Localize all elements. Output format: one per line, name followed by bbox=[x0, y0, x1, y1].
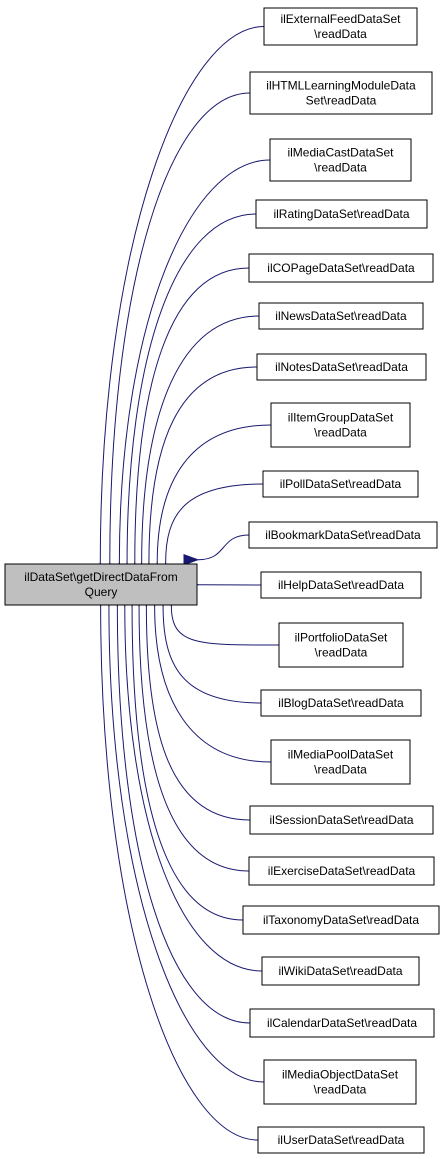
root-node-box bbox=[4, 563, 198, 606]
edge-ilportfoliodataset-readdata bbox=[171, 606, 280, 646]
caller-node-ilmediacastdataset-readdata-label-line: \readData bbox=[314, 161, 367, 175]
caller-node-ilitemgroupdataset-readdata-label-line: \readData bbox=[314, 426, 367, 440]
caller-node-ilpolldataset-readdata-box bbox=[262, 470, 419, 498]
edge-ilhtmllearningmoduledataset-readdata bbox=[110, 92, 251, 563]
caller-node-ilhelpdataset-readdata[interactable]: ilHelpDataSet\readData bbox=[260, 571, 422, 599]
caller-node-ilwikidataset-readdata-label-line: ilWikiDataSet\readData bbox=[278, 964, 402, 978]
caller-node-ilblogdataset-readdata-box bbox=[260, 689, 422, 717]
caller-node-ilportfoliodataset-readdata-label-line: ilPortfolioDataSet bbox=[295, 631, 388, 645]
caller-node-ilmediapooldataset-readdata-label-line: ilMediaPoolDataSet bbox=[288, 748, 394, 762]
edge-ilratingdataset-readdata bbox=[127, 213, 257, 563]
caller-node-ilexercisedataset-readdata[interactable]: ilExerciseDataSet\readData bbox=[248, 856, 435, 886]
caller-node-ilnewsdataset-readdata-label-line: ilNewsDataSet\readData bbox=[275, 309, 407, 323]
edge-ilblogdataset-readdata bbox=[163, 606, 262, 704]
edge-ilexercisedataset-readdata bbox=[139, 606, 250, 872]
caller-node-ilmediaobjectdataset-readdata[interactable]: ilMediaObjectDataSet\readData bbox=[263, 1059, 417, 1105]
edge-ilcopagedataset-readdata bbox=[135, 267, 250, 563]
caller-node-ilexternalfeeddataset-readdata[interactable]: ilExternalFeedDataSet\readData bbox=[263, 7, 418, 46]
caller-node-ilblogdataset-readdata[interactable]: ilBlogDataSet\readData bbox=[260, 689, 422, 717]
caller-node-ilnotesdataset-readdata-label-line: ilNotesDataSet\readData bbox=[275, 360, 408, 374]
caller-node-ilportfoliodataset-readdata-box bbox=[278, 622, 404, 668]
caller-node-ilcopagedataset-readdata-label-line: ilCOPageDataSet\readData bbox=[267, 261, 415, 275]
caller-node-ilmediapooldataset-readdata[interactable]: ilMediaPoolDataSet\readData bbox=[270, 739, 411, 785]
caller-node-ilcopagedataset-readdata[interactable]: ilCOPageDataSet\readData bbox=[248, 253, 434, 283]
caller-node-ilexercisedataset-readdata-label-line: ilExerciseDataSet\readData bbox=[268, 864, 416, 878]
edge-ilcalendardataset-readdata bbox=[117, 606, 251, 1024]
caller-node-ilratingdataset-readdata-box bbox=[255, 199, 428, 229]
edge-iltaxonomydataset-readdata bbox=[132, 606, 244, 921]
caller-node-ilpolldataset-readdata-label-line: ilPollDataSet\readData bbox=[280, 477, 402, 491]
caller-node-ilratingdataset-readdata[interactable]: ilRatingDataSet\readData bbox=[255, 199, 428, 229]
edge-ilitemgroupdataset-readdata bbox=[157, 424, 272, 563]
caller-node-ilitemgroupdataset-readdata-label-line: ilItemGroupDataSet bbox=[288, 411, 394, 425]
caller-node-ilexternalfeeddataset-readdata-box bbox=[263, 7, 418, 46]
edge-ilmediaobjectdataset-readdata bbox=[109, 606, 265, 1083]
caller-node-ilnewsdataset-readdata[interactable]: ilNewsDataSet\readData bbox=[258, 302, 424, 330]
caller-node-ilexternalfeeddataset-readdata-label-line: ilExternalFeedDataSet bbox=[280, 12, 401, 26]
edge-ilpolldataset-readdata bbox=[166, 483, 264, 563]
call-edges bbox=[100, 26, 280, 1141]
edge-ilmediapooldataset-readdata bbox=[155, 606, 272, 763]
edge-iluserdataset-readdata bbox=[101, 606, 259, 1141]
caller-node-ilhelpdataset-readdata-label-line: ilHelpDataSet\readData bbox=[278, 578, 404, 592]
caller-node-iltaxonomydataset-readdata[interactable]: ilTaxonomyDataSet\readData bbox=[242, 905, 440, 935]
caller-node-ilhtmllearningmoduledataset-readdata-label-line: Set\readData bbox=[306, 94, 377, 108]
caller-node-ilnotesdataset-readdata-box bbox=[256, 353, 427, 381]
caller-node-ilmediaobjectdataset-readdata-box bbox=[263, 1059, 417, 1105]
caller-node-iluserdataset-readdata-label-line: ilUserDataSet\readData bbox=[278, 1133, 405, 1147]
caller-node-ilcopagedataset-readdata-box bbox=[248, 253, 434, 283]
caller-node-iluserdataset-readdata[interactable]: ilUserDataSet\readData bbox=[257, 1126, 425, 1154]
caller-node-ilmediapooldataset-readdata-label-line: \readData bbox=[314, 763, 367, 777]
root-node-label-line: ilDataSet\getDirectDataFrom bbox=[24, 570, 177, 584]
caller-node-ilmediacastdataset-readdata[interactable]: ilMediaCastDataSet\readData bbox=[269, 138, 412, 182]
edge-ilnotesdataset-readdata bbox=[149, 366, 258, 563]
caller-node-ilexercisedataset-readdata-box bbox=[248, 856, 435, 886]
root-node-label-line: Query bbox=[85, 585, 118, 599]
caller-node-iluserdataset-readdata-box bbox=[257, 1126, 425, 1154]
edge-ilnewsdataset-readdata bbox=[142, 315, 260, 563]
caller-node-ilcalendardataset-readdata[interactable]: ilCalendarDataSet\readData bbox=[249, 1008, 435, 1038]
caller-node-ilmediacastdataset-readdata-box bbox=[269, 138, 412, 182]
edge-ilexternalfeeddataset-readdata bbox=[100, 26, 265, 564]
caller-node-ilblogdataset-readdata-label-line: ilBlogDataSet\readData bbox=[278, 696, 404, 710]
caller-node-ilbookmarkdataset-readdata-label-line: ilBookmarkDataSet\readData bbox=[265, 528, 421, 542]
caller-node-ilitemgroupdataset-readdata[interactable]: ilItemGroupDataSet\readData bbox=[270, 402, 411, 448]
caller-node-ilexternalfeeddataset-readdata-label-line: \readData bbox=[314, 27, 367, 41]
caller-node-ilhtmllearningmoduledataset-readdata-box bbox=[249, 71, 433, 115]
caller-node-ilwikidataset-readdata-box bbox=[261, 956, 420, 986]
caller-node-ilsessiondataset-readdata-label-line: ilSessionDataSet\readData bbox=[269, 813, 413, 827]
caller-node-iltaxonomydataset-readdata-box bbox=[242, 905, 440, 935]
caller-node-ilsessiondataset-readdata[interactable]: ilSessionDataSet\readData bbox=[249, 805, 434, 835]
caller-node-ilnewsdataset-readdata-box bbox=[258, 302, 424, 330]
edge-ilbookmarkdataset-readdata bbox=[198, 534, 250, 560]
caller-node-ilhtmllearningmoduledataset-readdata-label-line: ilHTMLLearningModuleData bbox=[266, 79, 416, 93]
caller-node-ilbookmarkdataset-readdata[interactable]: ilBookmarkDataSet\readData bbox=[248, 521, 438, 549]
caller-node-ilcalendardataset-readdata-box bbox=[249, 1008, 435, 1038]
edge-ilsessiondataset-readdata bbox=[146, 606, 251, 821]
caller-node-ilnotesdataset-readdata[interactable]: ilNotesDataSet\readData bbox=[256, 353, 427, 381]
caller-node-ilmediapooldataset-readdata-box bbox=[270, 739, 411, 785]
caller-node-ilratingdataset-readdata-label-line: ilRatingDataSet\readData bbox=[273, 207, 409, 221]
caller-node-iltaxonomydataset-readdata-label-line: ilTaxonomyDataSet\readData bbox=[263, 913, 419, 927]
edge-ilwikidataset-readdata bbox=[125, 606, 263, 972]
caller-node-ilwikidataset-readdata[interactable]: ilWikiDataSet\readData bbox=[261, 956, 420, 986]
caller-node-ilmediaobjectdataset-readdata-label-line: ilMediaObjectDataSet bbox=[282, 1068, 399, 1082]
caller-node-ilhelpdataset-readdata-box bbox=[260, 571, 422, 599]
caller-node-ilitemgroupdataset-readdata-box bbox=[270, 402, 411, 448]
caller-node-ilsessiondataset-readdata-box bbox=[249, 805, 434, 835]
edge-ilmediacastdataset-readdata bbox=[119, 159, 271, 563]
caller-node-ilpolldataset-readdata[interactable]: ilPollDataSet\readData bbox=[262, 470, 419, 498]
caller-node-ilmediacastdataset-readdata-label-line: ilMediaCastDataSet bbox=[287, 146, 394, 160]
caller-node-ilcalendardataset-readdata-label-line: ilCalendarDataSet\readData bbox=[267, 1016, 417, 1030]
caller-node-ilmediaobjectdataset-readdata-label-line: \readData bbox=[314, 1083, 367, 1097]
caller-node-ilbookmarkdataset-readdata-box bbox=[248, 521, 438, 549]
caller-node-ilportfoliodataset-readdata-label-line: \readData bbox=[315, 646, 368, 660]
caller-node-ilportfoliodataset-readdata[interactable]: ilPortfolioDataSet\readData bbox=[278, 622, 404, 668]
